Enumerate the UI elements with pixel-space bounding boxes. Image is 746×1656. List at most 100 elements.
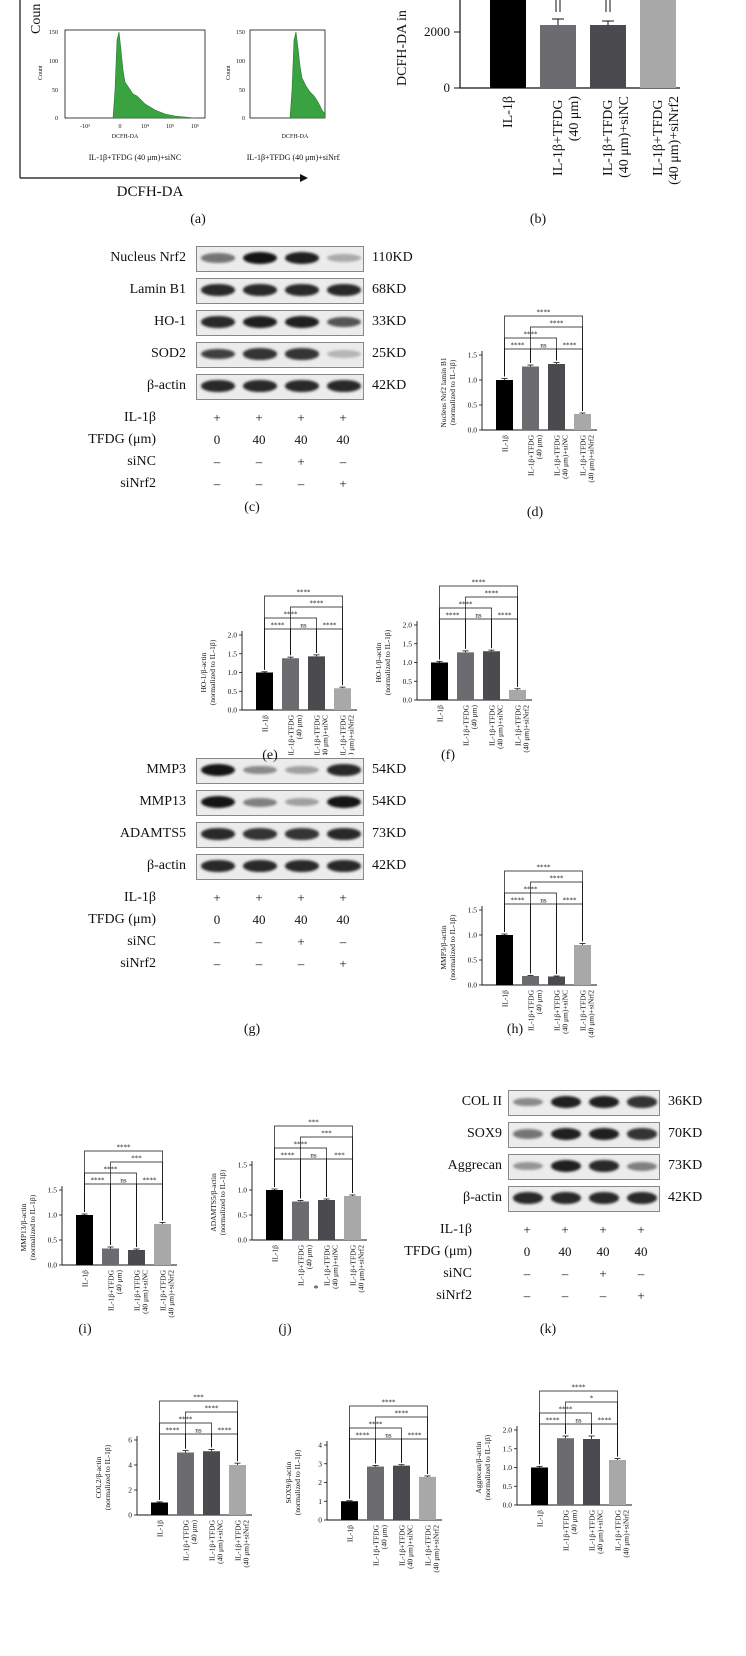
svg-text:-10³: -10³ <box>80 124 90 130</box>
chart-e-bar <box>334 688 351 710</box>
wb-c-band-label: Nucleus Nrf2 <box>110 250 186 265</box>
wb-c-band-strip <box>196 278 364 304</box>
chart-j-xlabel: IL-1β+TFDG(40 μm) <box>297 1244 314 1286</box>
chart-j-ytick-label: 1.5 <box>238 1161 248 1170</box>
chart-e-xlabel: IL-1β+TFDG(40 μm)+siNrf2 <box>339 714 356 755</box>
wb-c-band-strip <box>196 374 364 400</box>
chart-i-bar <box>76 1215 93 1265</box>
chart-l-xlabel: IL-1β+TFDG(40 μm) <box>182 1519 199 1561</box>
chart-e-sig-label: **** <box>310 600 325 608</box>
wb-c-condition-value: + <box>297 410 305 425</box>
wb-k-band-strip <box>508 1154 660 1180</box>
chart-m-ytick-label: 1 <box>318 1497 322 1506</box>
panel-b-bar-3 <box>590 25 626 88</box>
wb-g-band <box>201 796 235 808</box>
wb-g-condition-value: – <box>297 956 305 971</box>
chart-d-xlabel: IL-1β+TFDG(40 μm)+siNrf2 <box>579 434 596 482</box>
chart-e-ytick-label: 2.0 <box>228 631 238 640</box>
chart-f-ytick-label: 2.0 <box>403 621 413 630</box>
chart-f-bar <box>483 651 500 700</box>
panel-b-xlabel-2b: (40 μm) <box>567 96 582 142</box>
chart-l-sig-bracket <box>185 1411 238 1462</box>
wb-c-band <box>327 350 361 358</box>
chart-i-ytick-label: 0.5 <box>48 1236 58 1245</box>
wb-k-band-label: β-actin <box>463 1190 502 1205</box>
svg-text:10⁵: 10⁵ <box>166 124 174 130</box>
chart-n-bar <box>609 1460 626 1505</box>
svg-text:0: 0 <box>444 80 451 95</box>
wb-c-band-strip <box>196 342 364 368</box>
wb-k-band <box>551 1096 581 1108</box>
chart-j-sig-bracket <box>300 1158 327 1199</box>
chart-i-sig-label: **** <box>91 1177 106 1185</box>
wb-k-band-label: COL II <box>461 1094 502 1109</box>
chart-f-sig-label: ns <box>475 612 482 620</box>
chart-e-sig-label: **** <box>297 589 312 597</box>
chart-m-bar <box>367 1466 384 1520</box>
svg-text:150: 150 <box>49 30 58 36</box>
chart-j-sig-label: ns <box>310 1152 317 1160</box>
svg-text:Count: Count <box>226 65 232 80</box>
chart-j-xlabel: IL-1β+TFDG(40 μm)+siNrf2 <box>349 1244 366 1292</box>
chart-n-xlabel: IL-1β+TFDG(40 μm)+siNrf2 <box>614 1509 631 1557</box>
wb-c-condition-value: – <box>213 454 221 469</box>
wb-k-band <box>551 1160 581 1172</box>
chart-h-bar <box>548 976 565 985</box>
chart-l-ytick-label: 2 <box>128 1486 132 1495</box>
chart-i-bar <box>102 1248 119 1265</box>
chart-l-xlabel: IL-1β <box>156 1520 165 1537</box>
chart-d-ytick-label: 0.0 <box>468 426 478 435</box>
chart-m-sig-bracket <box>375 1438 402 1464</box>
wb-c-band <box>243 348 277 360</box>
panel-b-xlabel-1: IL-1β <box>501 96 516 128</box>
wb-g-band-strip <box>196 790 364 816</box>
wb-g-band <box>243 797 277 807</box>
panel-e-letter: (e) <box>262 748 278 763</box>
wb-k-kd-label: 42KD <box>668 1190 703 1205</box>
chart-n-sig-label: **** <box>598 1417 613 1425</box>
chart-e-sig-bracket <box>264 595 343 686</box>
panel-b-letter: (b) <box>529 212 547 227</box>
chart-n-ytick-label: 1.5 <box>503 1444 513 1453</box>
wb-c-band-label: SOD2 <box>150 346 186 361</box>
wb-k-condition-value: + <box>599 1266 607 1281</box>
chart-e-xlabel: IL-1β <box>261 715 270 732</box>
bar-chart-i: MMP13/β-actin(normalized to IL-1β)0.00.5… <box>19 1144 177 1318</box>
wb-k-condition-value: – <box>523 1266 531 1281</box>
chart-h-ylabel: MMP3/β-actin(normalized to IL-1β) <box>439 914 457 980</box>
chart-l-sig-label: ns <box>195 1427 202 1435</box>
chart-h-bar <box>574 945 591 985</box>
wb-c-condition-value: + <box>339 410 347 425</box>
wb-c-band <box>243 252 277 264</box>
svg-text:IL-1β+TFDG (40 μm): IL-1β+TFDG (40 μm) <box>551 96 582 176</box>
chart-h-sig-label: **** <box>511 897 526 905</box>
wb-k-condition-value: 0 <box>523 1244 531 1259</box>
wb-c-band <box>285 380 319 392</box>
wb-c-condition-value: + <box>297 454 305 469</box>
wb-k-band <box>627 1128 657 1140</box>
chart-i-xlabel: IL-1β <box>81 1270 90 1287</box>
chart-l-bar <box>229 1465 246 1515</box>
wb-c-condition-label: siNC <box>127 454 156 469</box>
wb-k-condition-value: – <box>561 1288 569 1303</box>
chart-e-ytick-label: 0.5 <box>228 687 238 696</box>
panel-f-letter: (f) <box>441 748 455 763</box>
chart-d-ytick-label: 1.5 <box>468 351 478 360</box>
chart-i-xlabel: IL-1β+TFDG(40 μm)+siNC <box>133 1269 150 1313</box>
chart-m-ytick-label: 4 <box>318 1441 322 1450</box>
chart-d-sig-label: **** <box>511 342 526 350</box>
chart-l-xlabel: IL-1β+TFDG(40 μm)+siNC <box>208 1519 225 1563</box>
chart-d-ylabel: Nucleus Nrf2 lamin B1(normalized to IL-1… <box>439 357 457 427</box>
chart-m-sig-label: **** <box>356 1432 371 1440</box>
wb-g-condition-value: + <box>255 890 263 905</box>
wb-g-band <box>201 828 235 840</box>
wb-g-condition-label: siNC <box>127 934 156 949</box>
chart-n-ytick-label: 1.0 <box>503 1463 513 1472</box>
svg-text:10⁶: 10⁶ <box>191 124 199 130</box>
svg-text:100: 100 <box>236 59 245 65</box>
wb-g-band <box>243 765 277 775</box>
panel-a-axis-title: DCFH-DA <box>117 184 184 200</box>
chart-i-ylabel: MMP13/β-actin(normalized to IL-1β) <box>19 1194 37 1260</box>
wb-c-condition-value: – <box>297 476 305 491</box>
bar-chart-sox9: SOX9/β-actin(normalized to IL-1β)01234IL… <box>284 1399 442 1573</box>
